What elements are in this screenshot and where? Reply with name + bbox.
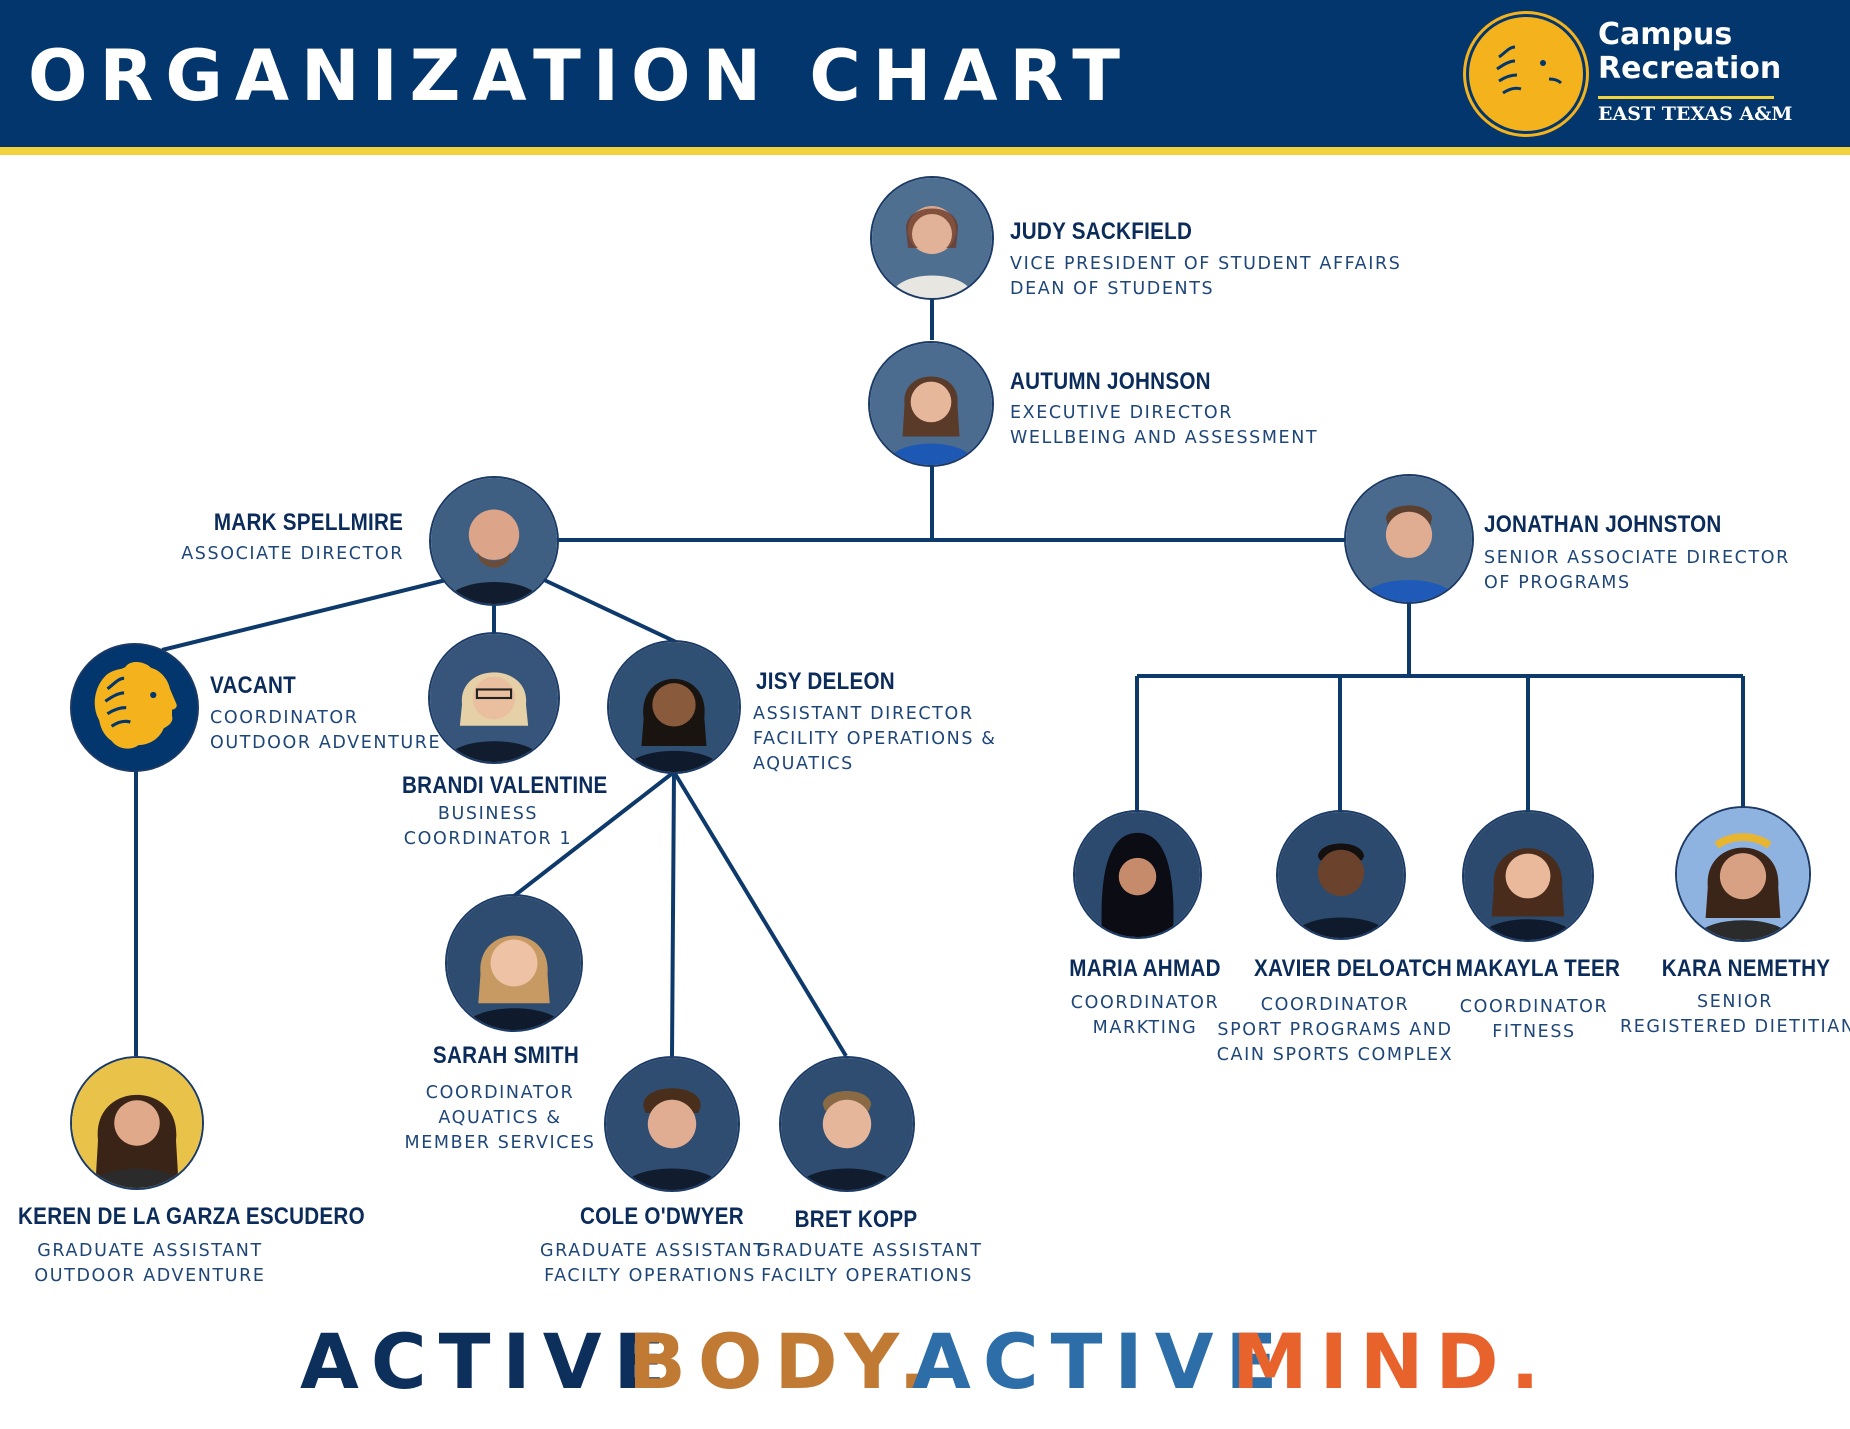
lion-head-icon [1466,14,1586,134]
logo-word-recreation: Recreation [1598,51,1782,86]
name-cole: COLE O'DWYER [580,1203,744,1230]
name-sarah: SARAH SMITH [432,1042,580,1069]
avatar-mark [431,478,557,604]
name-keren: KEREN DE LA GARZA ESCUDERO [18,1203,365,1230]
connector-jisy-cole [670,771,676,1057]
connector-jisy-bret [672,770,848,1058]
slogan-active-1: ACTIVE [300,1317,678,1406]
name-autumn: AUTUMN JOHNSON [1010,368,1211,395]
name-kara: KARA NEMETHY [1661,955,1831,982]
connector-jisy-sarah [512,770,676,898]
avatar-brandi [430,634,558,762]
name-bret: BRET KOPP [794,1206,918,1233]
avatar-cole [606,1058,738,1190]
avatar-keren [72,1058,202,1188]
name-xavier: XAVIER DELOATCH [1254,955,1453,982]
avatar-judy [872,178,992,298]
avatar-autumn [870,343,992,465]
avatar-kara [1677,808,1809,940]
slogan-body: BODY. [628,1317,940,1406]
name-vacant: VACANT [210,672,297,699]
name-jonathan: JONATHAN JOHNSTON [1484,511,1722,538]
logo-divider [1598,96,1774,99]
name-jisy: JISY DELEON [756,668,895,695]
avatar-vacant-lion-icon [72,645,197,770]
name-brandi: BRANDI VALENTINE [402,772,608,799]
avatar-maria [1075,812,1200,937]
avatar-makayla [1464,812,1592,940]
slogan-mind: MIND. [1232,1317,1552,1406]
name-makayla: MAKAYLA TEER [1455,955,1621,982]
avatar-sarah [447,896,581,1030]
name-judy: JUDY SACKFIELD [1010,218,1193,245]
name-maria: MARIA AHMAD [1069,955,1221,982]
avatar-jonathan [1346,476,1472,602]
logo-subtitle: EAST TEXAS A&M [1598,103,1793,125]
avatar-xavier [1278,812,1404,938]
avatar-bret [781,1058,913,1190]
header-gold-stripe [0,147,1850,155]
connector-mark-vacant [161,578,447,652]
avatar-jisy [609,642,739,772]
page-title: ORGANIZATION CHART [28,35,1133,117]
slogan-active-2: ACTIVE [912,1317,1290,1406]
connector-mark-jisy [539,576,677,644]
role-mark: ASSOCIATE DIRECTOR [181,544,404,564]
name-mark: MARK SPELLMIRE [213,509,403,536]
logo-word-campus: Campus [1598,17,1733,52]
